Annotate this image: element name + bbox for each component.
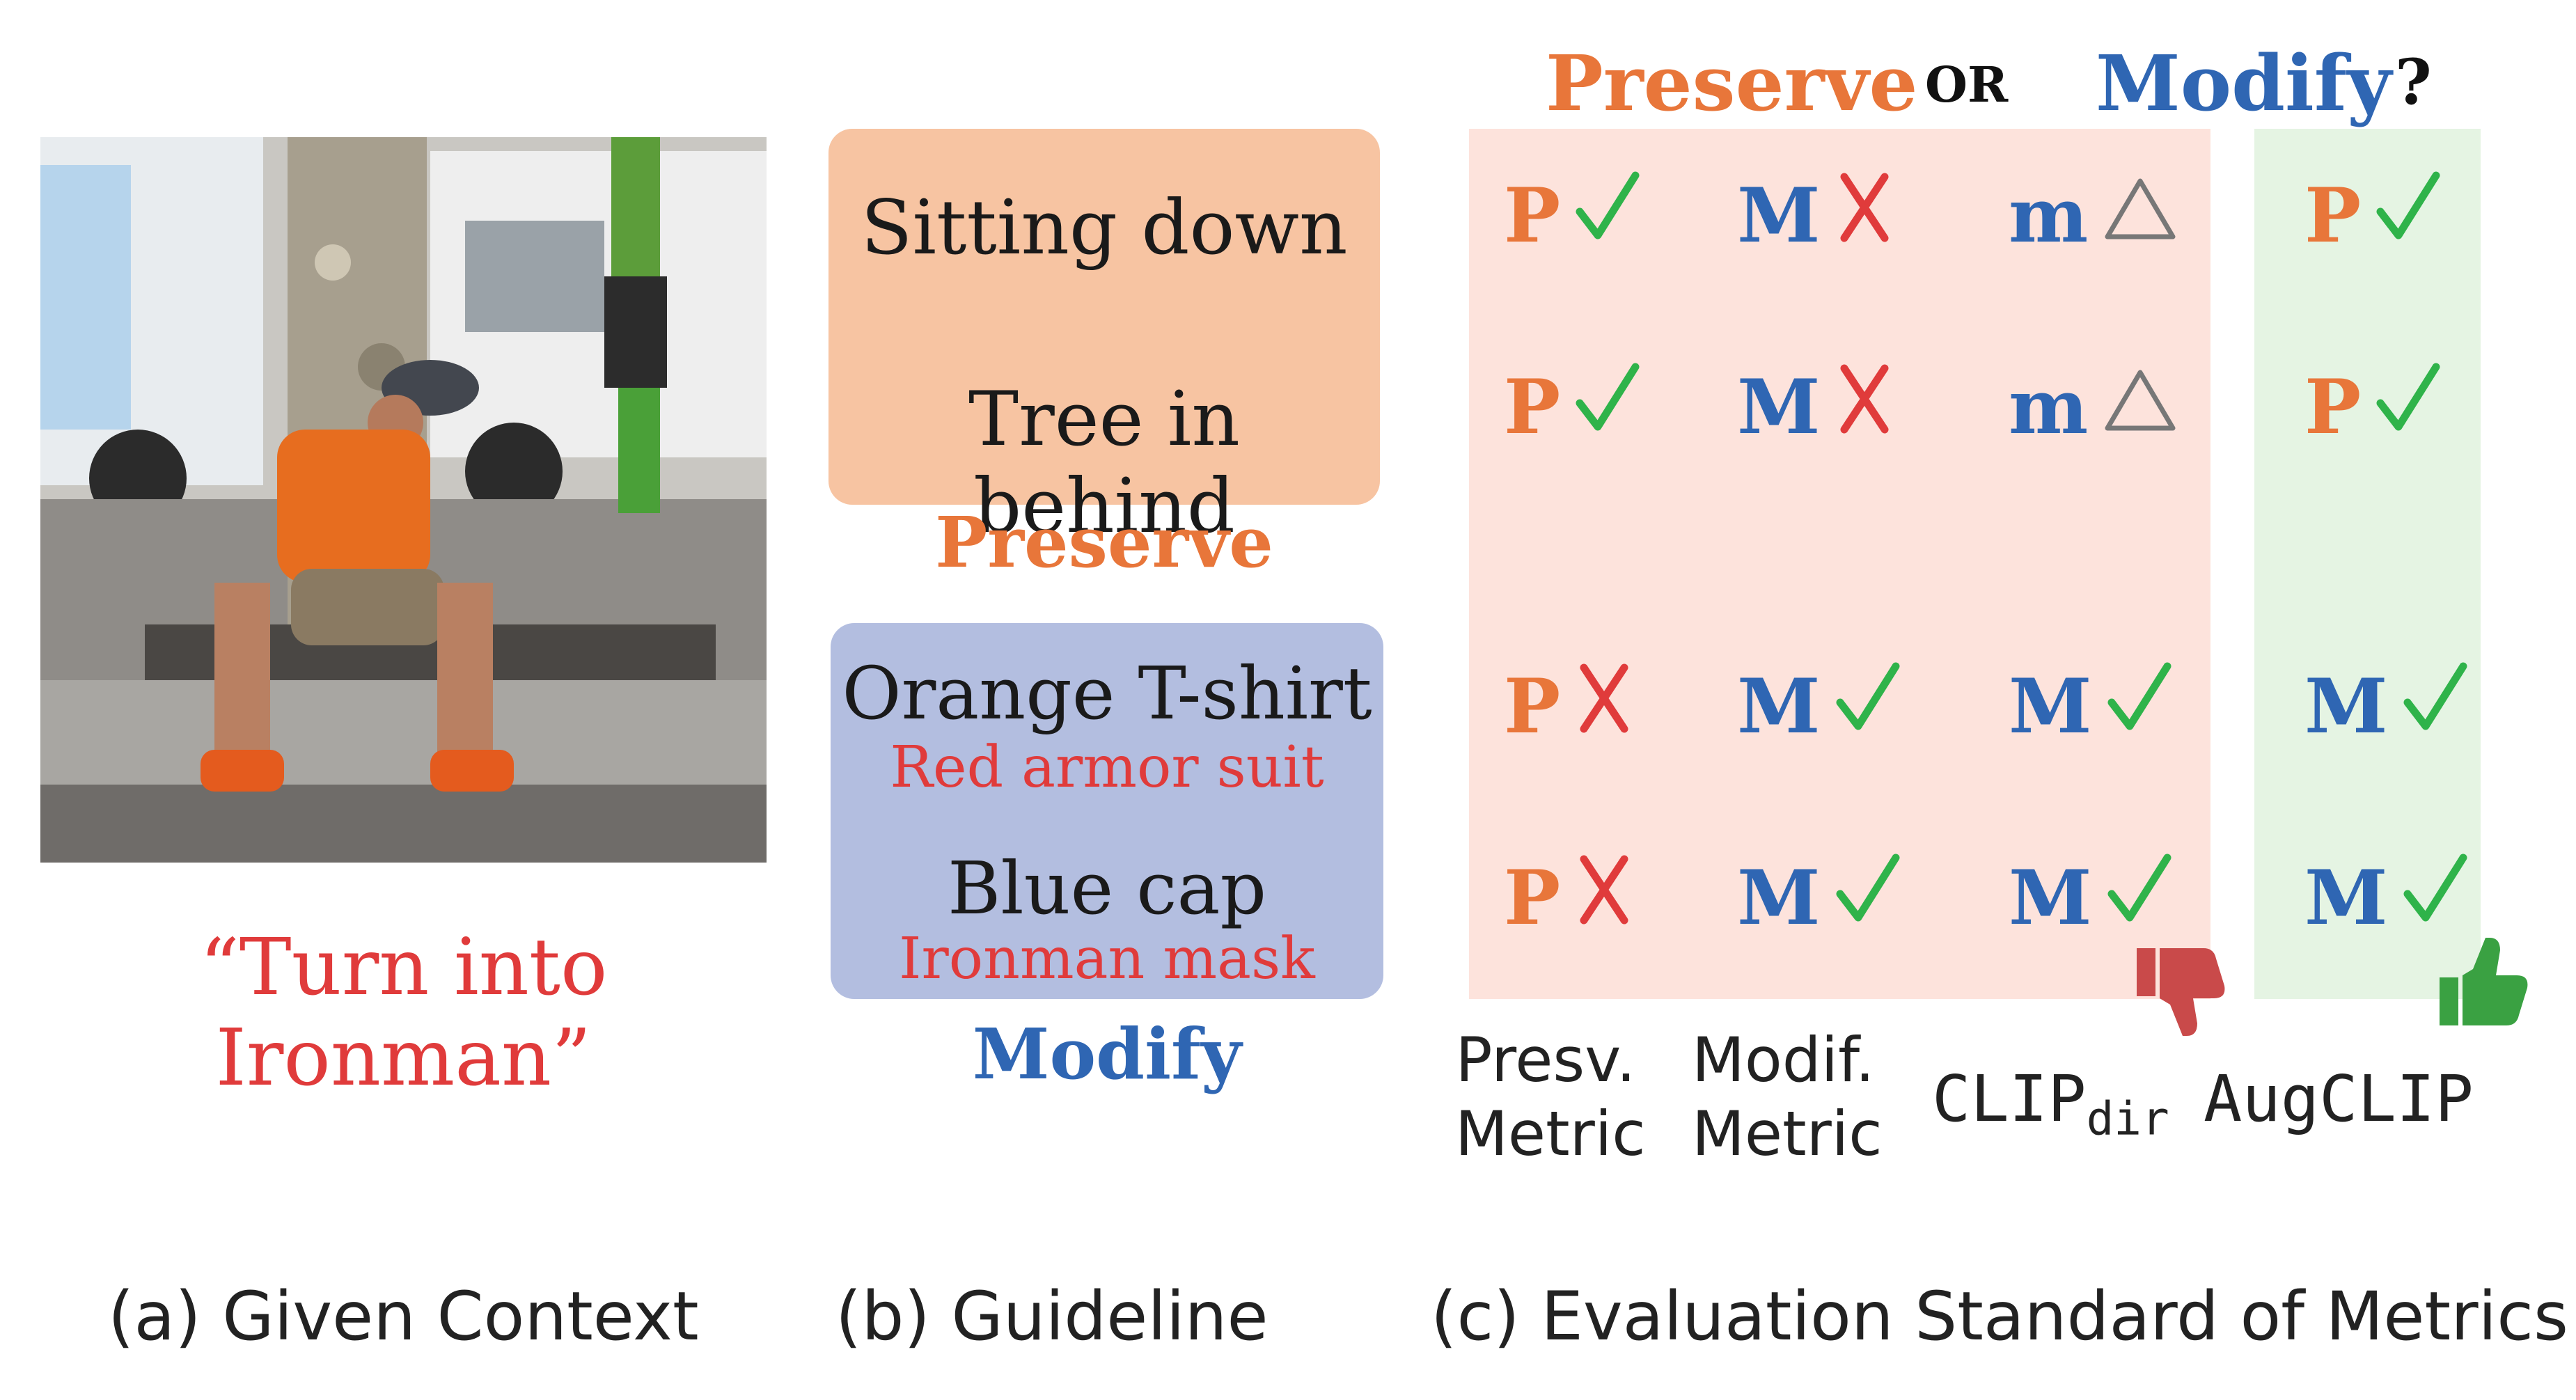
thumbs-up-icon	[2433, 929, 2538, 1034]
caption-c: (c) Evaluation Standard of Metrics	[1431, 1277, 2569, 1355]
instruction-text: “Turn into Ironman”	[199, 922, 608, 1103]
judgment-cell: m	[2009, 167, 2178, 265]
judgment-cell: M	[1737, 658, 1901, 755]
header-or: OR	[1925, 56, 2009, 113]
header-preserve: Preserve	[1546, 38, 1918, 128]
presv-metric-label: Presv. Metric	[1455, 1024, 1646, 1170]
judgment-letter: P	[1504, 854, 1561, 942]
modify-guideline-box: Orange T-shirt Red armor suit Blue cap I…	[831, 623, 1383, 999]
cross-icon	[1835, 168, 1894, 263]
judgment-cell: P	[2304, 167, 2441, 265]
judgment-cell: M	[2304, 658, 2468, 755]
judgment-cell: M	[1737, 849, 1901, 947]
judgment-letter: P	[2304, 363, 2362, 451]
triangle-icon	[2102, 168, 2178, 263]
judgment-letter: P	[1504, 172, 1561, 260]
judgment-letter: M	[2009, 854, 2092, 942]
check-icon	[2106, 851, 2172, 945]
triangle-icon	[2102, 360, 2178, 455]
check-icon	[2375, 360, 2441, 455]
modify-title: Modify	[972, 1013, 1242, 1095]
check-icon	[2402, 851, 2468, 945]
check-icon	[1835, 851, 1901, 945]
check-icon	[2106, 659, 2172, 754]
judgment-cell: P	[1504, 167, 1640, 265]
modify-item: Blue cap	[947, 846, 1267, 931]
header-question: ?	[2395, 45, 2432, 119]
modif-metric-label: Modif. Metric	[1692, 1024, 1883, 1170]
caption-a: (a) Given Context	[108, 1277, 699, 1355]
judgment-letter: M	[1737, 363, 1821, 451]
judgment-letter: P	[1504, 363, 1561, 451]
check-icon	[2375, 168, 2441, 263]
judgment-letter: M	[1737, 172, 1821, 260]
cross-icon	[1574, 851, 1633, 945]
caption-b: (b) Guideline	[835, 1277, 1269, 1355]
context-photo	[40, 137, 767, 863]
judgment-cell: M	[2304, 849, 2468, 947]
judgment-letter: P	[2304, 172, 2362, 260]
check-icon	[1574, 360, 1640, 455]
check-icon	[1574, 168, 1640, 263]
preserve-guideline-box: Sitting down Tree in behind	[828, 129, 1380, 550]
judgment-letter: M	[2304, 663, 2388, 750]
judgment-cell: M	[1737, 167, 1894, 265]
preserve-title: Preserve	[935, 501, 1273, 583]
judgment-letter: M	[2009, 663, 2092, 750]
augclip-label: AugCLIP	[2204, 1062, 2474, 1136]
judgment-letter: M	[2304, 854, 2388, 942]
augclip-metric-panel	[2254, 129, 2481, 999]
judgment-letter: M	[1737, 854, 1821, 942]
modify-target: Red armor suit	[890, 734, 1324, 801]
judgment-letter: m	[2009, 363, 2089, 451]
thumbs-down-icon	[2130, 940, 2235, 1044]
modify-item: Orange T-shirt	[842, 651, 1372, 736]
judgment-cell: M	[2009, 658, 2172, 755]
preserve-item: Sitting down	[861, 184, 1348, 272]
check-icon	[2402, 659, 2468, 754]
check-icon	[1835, 659, 1901, 754]
cross-icon	[1835, 360, 1894, 455]
judgment-cell: P	[1504, 658, 1633, 755]
clip-dir-label: CLIPdir	[1932, 1062, 2169, 1146]
judgment-cell: M	[1737, 359, 1894, 456]
judgment-letter: P	[1504, 663, 1561, 750]
preserve-item: Tree in behind	[968, 376, 1240, 550]
judgment-cell: m	[2009, 359, 2178, 456]
judgment-cell: P	[1504, 359, 1640, 456]
judgment-letter: m	[2009, 172, 2089, 260]
cross-icon	[1574, 659, 1633, 754]
judgment-cell: P	[1504, 849, 1633, 947]
judgment-cell: P	[2304, 359, 2441, 456]
header-modify: Modify	[2096, 38, 2392, 128]
street-scene-image	[40, 137, 767, 863]
judgment-letter: M	[1737, 663, 1821, 750]
baseline-metrics-panel	[1469, 129, 2210, 999]
modify-target: Ironman mask	[899, 926, 1315, 992]
judgment-cell: M	[2009, 849, 2172, 947]
